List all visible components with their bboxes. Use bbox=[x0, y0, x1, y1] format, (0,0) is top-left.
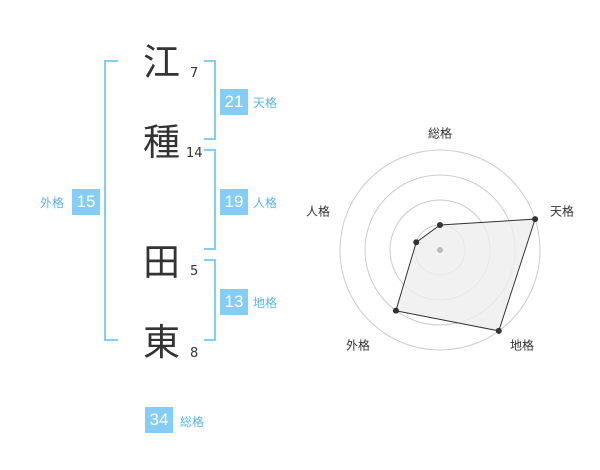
radar-grid-ring bbox=[339, 149, 541, 351]
radar-point-5 bbox=[413, 239, 420, 246]
gaikaku-label: 外格 bbox=[40, 196, 65, 210]
stroke-count-2: 14 bbox=[186, 146, 203, 161]
soukaku-value: 34 bbox=[145, 407, 173, 433]
stroke-count-1: 7 bbox=[190, 66, 199, 81]
radar-axis-label-1: 総格 bbox=[428, 126, 452, 141]
radar-axis-label-4: 外格 bbox=[346, 338, 370, 353]
tenkaku-bracket bbox=[204, 60, 216, 140]
jinkaku-bracket bbox=[204, 149, 216, 250]
radar-axis-label-3: 地格 bbox=[510, 338, 534, 353]
radar-center-dot bbox=[437, 247, 443, 253]
jinkaku-label: 人格 bbox=[253, 196, 278, 210]
name-char-1: 江 bbox=[143, 41, 180, 84]
radar-point-3 bbox=[495, 327, 502, 334]
radar-point-4 bbox=[392, 307, 399, 314]
radar-axis-label-5: 人格 bbox=[306, 204, 330, 219]
gaikaku-bracket bbox=[104, 60, 118, 341]
radar-point-2 bbox=[532, 216, 539, 223]
gaikaku-value: 15 bbox=[72, 189, 100, 215]
name-char-3: 田 bbox=[143, 241, 180, 284]
name-char-2: 種 bbox=[143, 121, 180, 164]
jinkaku-value: 19 bbox=[220, 189, 248, 215]
chikaku-bracket bbox=[204, 259, 216, 341]
stroke-count-4: 8 bbox=[190, 346, 199, 361]
tenkaku-label: 天格 bbox=[253, 96, 278, 110]
radar-axis-label-2: 天格 bbox=[550, 204, 574, 219]
tenkaku-value: 21 bbox=[220, 89, 248, 115]
name-char-4: 東 bbox=[143, 321, 180, 364]
radar-point-1 bbox=[437, 222, 443, 228]
chikaku-label: 地格 bbox=[253, 296, 278, 310]
chikaku-value: 13 bbox=[220, 289, 248, 315]
soukaku-label: 総格 bbox=[180, 415, 205, 429]
radar-series-area bbox=[395, 218, 536, 332]
stroke-count-3: 5 bbox=[190, 264, 199, 279]
